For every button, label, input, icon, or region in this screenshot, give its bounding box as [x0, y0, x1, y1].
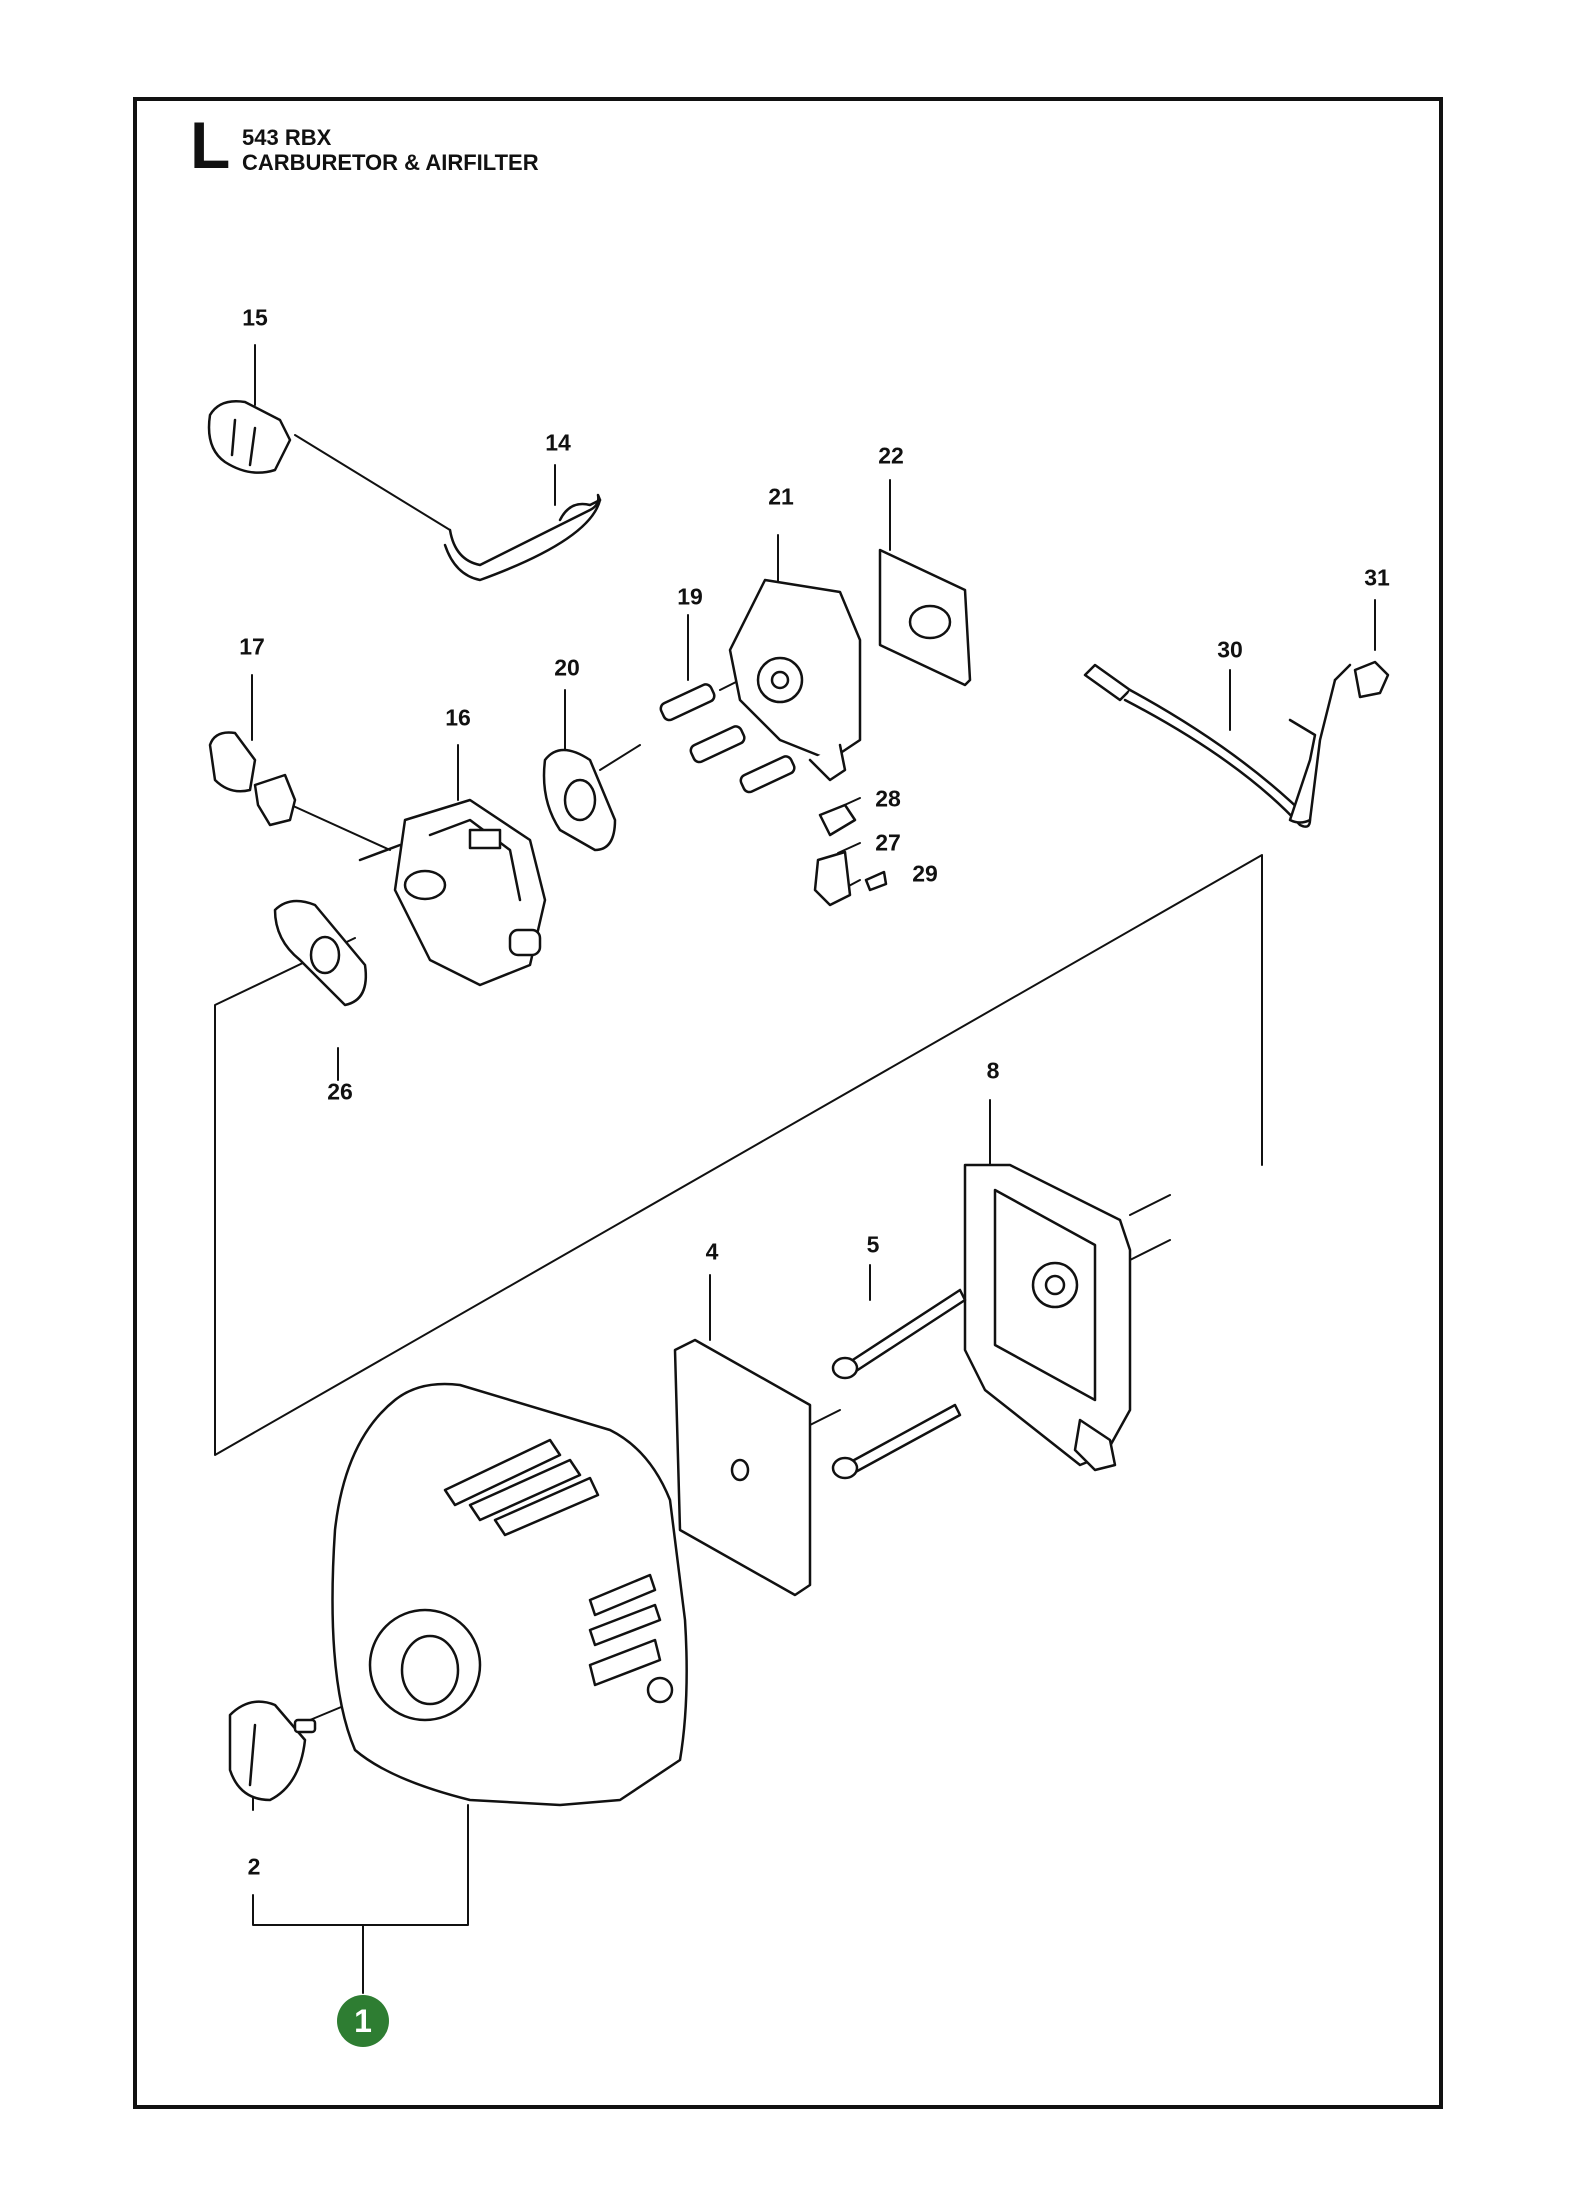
carb-gasket — [542, 748, 617, 852]
callout-20: 20 — [554, 654, 580, 681]
adjust-parts — [813, 803, 888, 907]
callout-19: 19 — [677, 583, 703, 610]
kit-number-badge: 1 — [337, 1995, 389, 2047]
callout-4: 4 — [705, 1238, 719, 1265]
cover-knob — [228, 1700, 317, 1802]
callout-22: 22 — [878, 442, 904, 469]
callout-31: 31 — [1364, 564, 1390, 591]
callout-29: 29 — [912, 860, 938, 887]
callout-14: 14 — [545, 429, 571, 456]
callout-27: 27 — [875, 829, 901, 856]
intake-adapter — [728, 578, 862, 782]
callout-30: 30 — [1217, 636, 1243, 663]
callout-17: 17 — [239, 633, 265, 660]
throttle-cable — [1083, 663, 1352, 828]
carb-gasket-26 — [273, 899, 368, 1007]
air-filter — [673, 1338, 812, 1597]
callout-2: 2 — [247, 1853, 261, 1880]
primer-bulb — [207, 400, 292, 474]
carburetor — [358, 798, 547, 987]
screws — [659, 683, 796, 794]
model-title: 543 RBX — [242, 125, 332, 150]
airfilter-base — [963, 1163, 1132, 1472]
callout-28: 28 — [875, 785, 901, 812]
callout-21: 21 — [768, 483, 794, 510]
callout-15: 15 — [242, 304, 268, 331]
section-title: CARBURETOR & AIRFILTER — [242, 150, 539, 175]
sheet-letter: L — [190, 108, 231, 182]
callout-16: 16 — [445, 704, 471, 731]
callout-8: 8 — [986, 1057, 1000, 1084]
choke-lever — [208, 731, 297, 827]
drawing-frame — [133, 97, 1443, 2109]
callout-26: 26 — [327, 1078, 353, 1105]
cable-nut — [1353, 660, 1390, 699]
filter-cover — [331, 1382, 688, 1807]
intake-gasket — [878, 548, 972, 687]
fuel-hose — [443, 493, 602, 582]
filter-screws — [831, 1288, 967, 1480]
callout-5: 5 — [866, 1231, 880, 1258]
